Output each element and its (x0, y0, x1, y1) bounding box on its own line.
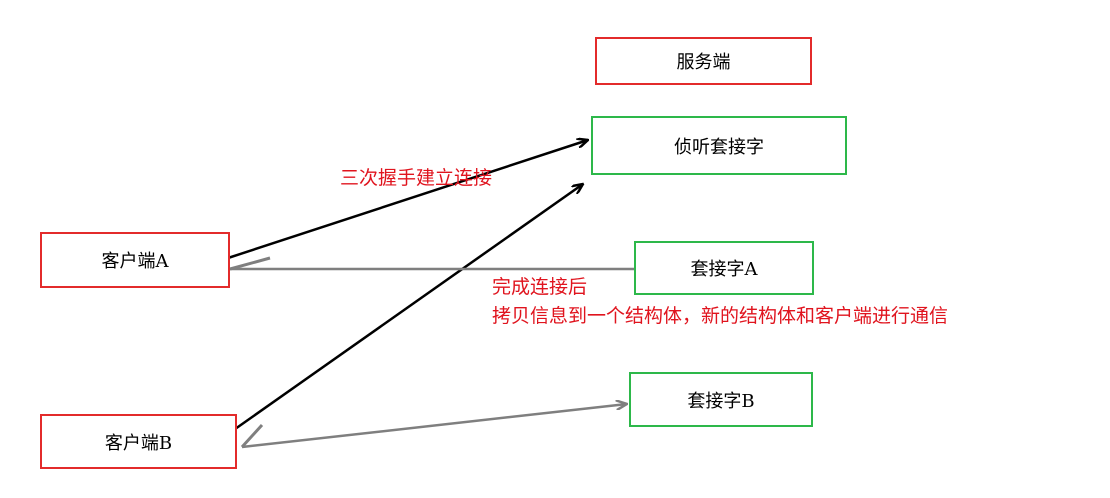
handshake-arrow-client-a (227, 140, 588, 260)
server-box: 服务端 (595, 37, 812, 85)
socket-a-label: 套接字A (690, 259, 758, 280)
handshake-arrow-client-b (227, 184, 583, 436)
handshake-annotation: 三次握手建立连接 (340, 167, 493, 189)
client-a-box: 客户端A (40, 232, 230, 288)
socket-b-label: 套接字B (687, 390, 755, 412)
server-label: 服务端 (676, 52, 731, 73)
client-b-label: 客户端B (104, 432, 173, 454)
listen-socket-box: 侦听套接字 (591, 116, 847, 175)
copy-annotation-line-2: 拷贝信息到一个结构体，新的结构体和客户端进行通信 (492, 305, 949, 327)
client-b-box: 客户端B (40, 414, 237, 469)
client-a-label: 客户端A (101, 251, 169, 272)
client-b-socket-b-arrow (241, 404, 627, 449)
copy-annotation-line-1: 完成连接后 (492, 276, 588, 298)
listen-socket-label: 侦听套接字 (674, 136, 764, 158)
socket-a-box: 套接字A (634, 241, 814, 295)
socket-b-box: 套接字B (629, 372, 813, 427)
